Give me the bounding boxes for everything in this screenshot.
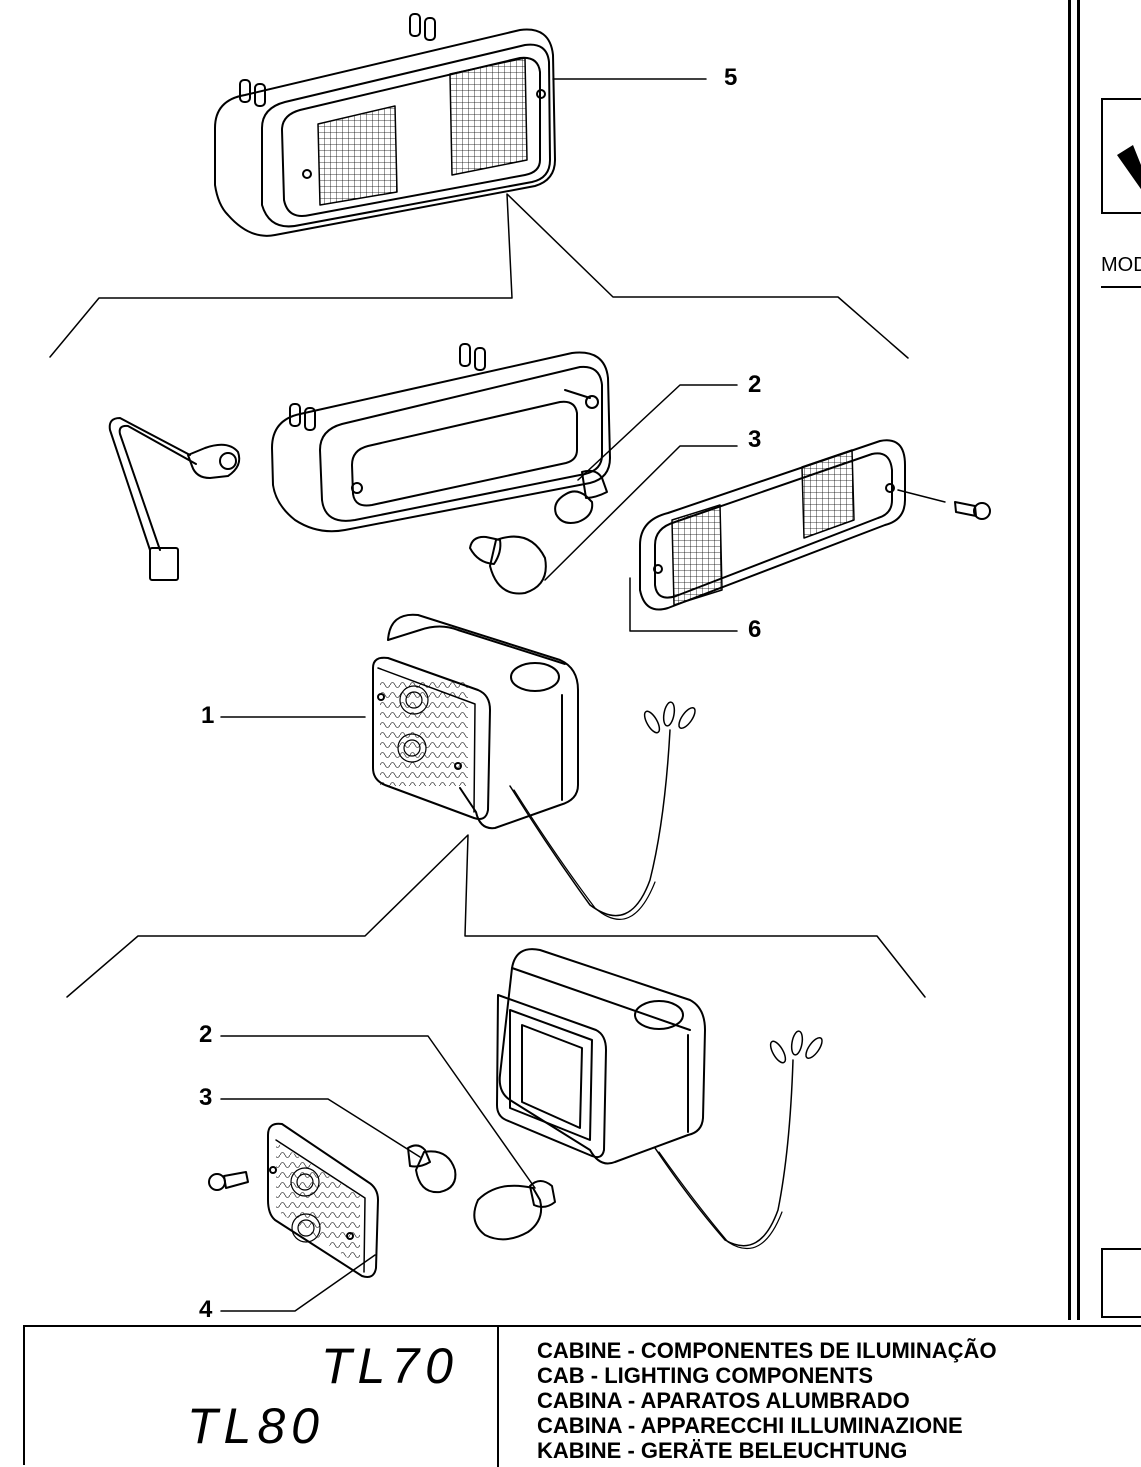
flasher-lamp-middle bbox=[372, 613, 579, 830]
side-box-bottom bbox=[1101, 1248, 1141, 1318]
bulb-large-bottom bbox=[473, 1180, 556, 1241]
callout-2-top: 2 bbox=[748, 371, 762, 398]
exploded-parts-drawing bbox=[49, 13, 991, 1312]
side-underline bbox=[1101, 286, 1141, 288]
title-block: TL70 TL80 CABINE - COMPONENTES DE ILUMIN… bbox=[23, 1325, 1141, 1467]
checkmark-icon bbox=[1117, 145, 1141, 190]
wire-harness bbox=[108, 417, 241, 581]
callout-6: 6 bbox=[748, 616, 762, 643]
title-english: CAB - LIGHTING COMPONENTS bbox=[537, 1363, 874, 1388]
callout-1: 1 bbox=[201, 702, 215, 729]
side-label: MOD bbox=[1101, 254, 1141, 276]
bulb-large-top bbox=[469, 535, 547, 595]
callout-5: 5 bbox=[724, 64, 738, 91]
title-spanish: CABINA - APARATOS ALUMBRADO bbox=[537, 1388, 910, 1413]
screw-top bbox=[954, 501, 991, 520]
lens-top bbox=[639, 439, 906, 611]
bulb-small-top bbox=[554, 469, 608, 524]
model-tl80: TL80 bbox=[187, 1398, 325, 1454]
callout-4: 4 bbox=[199, 1296, 213, 1323]
lamp-assembly-top bbox=[214, 13, 556, 237]
title-portuguese: CABINE - COMPONENTES DE ILUMINAÇÃO bbox=[537, 1338, 997, 1363]
margin-rule-outer bbox=[1068, 0, 1071, 1320]
model-cell: TL70 TL80 bbox=[25, 1327, 499, 1467]
flasher-housing-bottom bbox=[496, 948, 706, 1165]
side-box-checkmark bbox=[1101, 98, 1141, 214]
title-italian: CABINA - APPARECCHI ILLUMINAZIONE bbox=[537, 1413, 963, 1438]
lamp-housing bbox=[271, 343, 611, 533]
section-titles: CABINE - COMPONENTES DE ILUMINAÇÃO CAB -… bbox=[537, 1338, 997, 1463]
bulb-small-bottom bbox=[407, 1144, 457, 1194]
margin-rule-inner bbox=[1077, 0, 1080, 1320]
callout-3-bottom: 3 bbox=[199, 1084, 213, 1111]
screw-bottom bbox=[208, 1171, 249, 1191]
model-tl70: TL70 bbox=[321, 1338, 459, 1394]
callout-3-top: 3 bbox=[748, 426, 762, 453]
lens-bottom bbox=[267, 1122, 379, 1278]
title-german: KABINE - GERÄTE BELEUCHTUNG bbox=[537, 1438, 908, 1463]
callout-2-bottom: 2 bbox=[199, 1021, 213, 1048]
